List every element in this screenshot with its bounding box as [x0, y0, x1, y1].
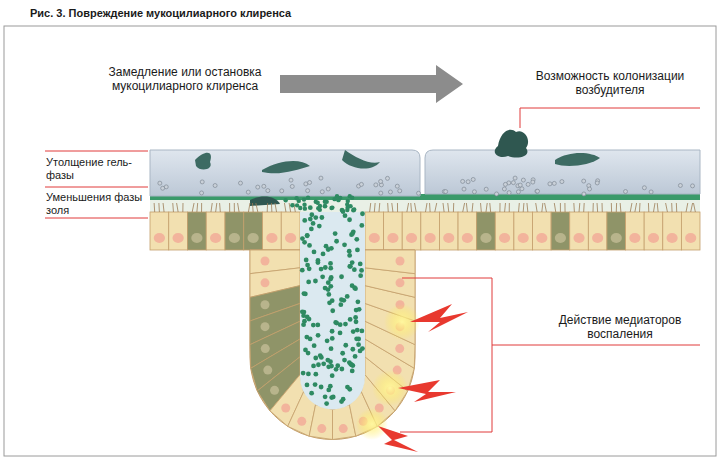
callout-label: Замедление или остановка мукоцилиарного …: [95, 66, 275, 94]
callout-label: Действие медиаторов воспаления: [530, 314, 710, 342]
leader-lines: [45, 108, 700, 432]
pathogen: [195, 153, 211, 170]
gel-layer: [425, 150, 700, 194]
flow-arrow: [280, 65, 463, 103]
sol-layer: [150, 194, 700, 212]
gland-lumen: [283, 194, 365, 410]
pathogen: [342, 150, 380, 169]
particles: [158, 176, 695, 196]
pathogen: [555, 153, 600, 166]
callout-label: Утолщение гель-фазы: [46, 156, 146, 181]
gel-layer: [150, 150, 420, 196]
pathogen: [495, 130, 528, 158]
callout-label: Уменьшения фазы золя: [46, 191, 146, 216]
inflammation-bolts: [356, 304, 468, 452]
pathogen: [262, 161, 310, 173]
figure-title: Рис. 3. Повреждение мукоцилиарного клире…: [30, 7, 291, 20]
frame: [4, 26, 716, 456]
callout-label: Возможность колонизации возбудителя: [515, 70, 705, 98]
